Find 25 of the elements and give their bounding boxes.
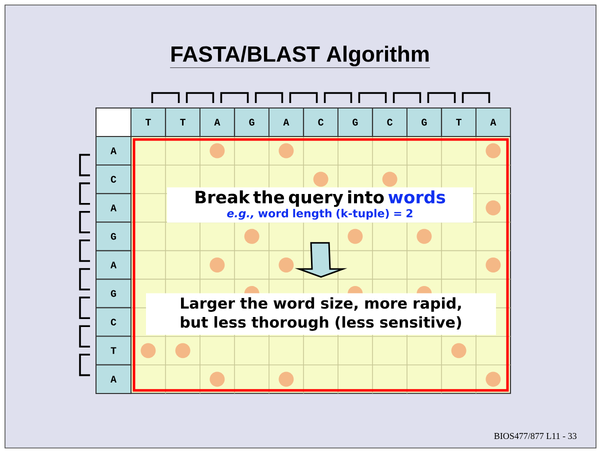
header-cell: A <box>199 107 235 137</box>
header-cell: C <box>372 107 408 137</box>
header-cell: C <box>96 307 132 337</box>
header-cell: G <box>406 107 442 137</box>
block-arrow <box>294 242 348 278</box>
header-cell: C <box>96 164 132 194</box>
header-cell: A <box>96 364 132 394</box>
header-cell: T <box>441 107 477 137</box>
header-cell: A <box>96 193 132 223</box>
header-cell: A <box>96 136 132 166</box>
header-cell: T <box>96 336 132 366</box>
header-cell: C <box>303 107 339 137</box>
text-box: Larger the word size, more rapid, but less thorough (less sensitive) <box>146 293 496 335</box>
header-cell: G <box>96 278 132 308</box>
header-cell: T <box>130 107 166 137</box>
text-box: Break the query into words e.g., word length (k-tuple) = 2 <box>167 187 473 223</box>
header-cell: A <box>268 107 304 137</box>
header-cell: A <box>475 107 511 137</box>
header-cell: T <box>165 107 201 137</box>
header-cell: G <box>234 107 270 137</box>
header-cell: G <box>337 107 373 137</box>
header-cell: A <box>96 250 132 280</box>
header-cell: G <box>96 222 132 252</box>
slide-number: BIOS477/877 L11 - 33 <box>494 432 576 440</box>
title: FASTA/BLAST Algorithm <box>170 46 430 68</box>
